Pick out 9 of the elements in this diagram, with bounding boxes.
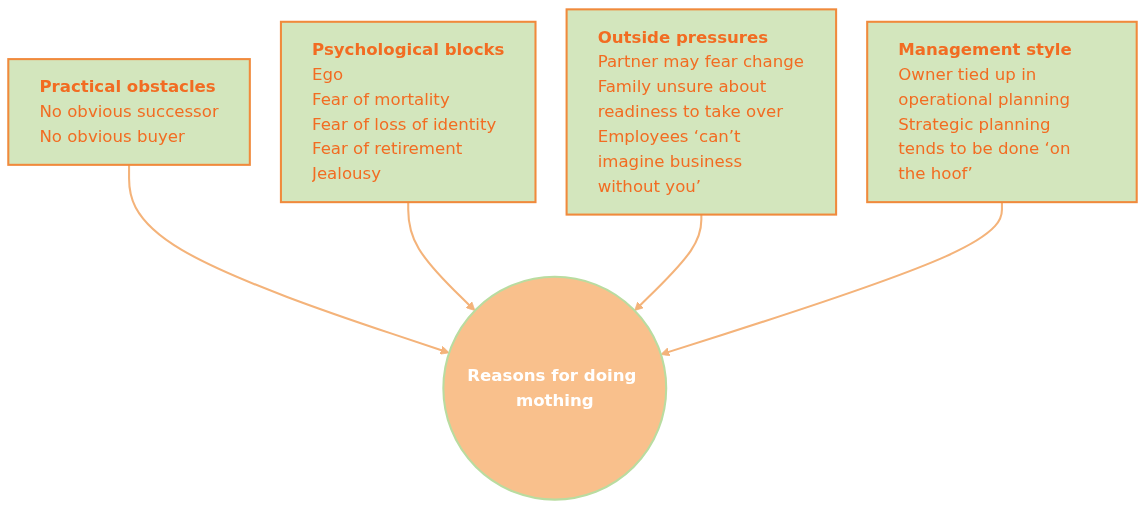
node-box: Outside pressures Partner may fear change Family unsure about readiness to take over Employees ‘can’t imagine business without you’ (565, 8, 838, 216)
node-circle: Reasons for doing mothing (442, 275, 668, 501)
node-box: Psychological blocks Ego Fear of mortality Fear of loss of identity Fear of retirement Jealousy (279, 20, 537, 204)
arrow (128, 164, 450, 355)
node-box: Management style Owner tied up in operational planning Strategic planning tends to be done ‘on the hoof’ (866, 20, 1138, 204)
arrow (634, 214, 703, 311)
arrow (660, 202, 1003, 357)
arrow (407, 202, 476, 311)
node-box: Practical obstacles No obvious successor No obvious buyer (7, 58, 251, 166)
